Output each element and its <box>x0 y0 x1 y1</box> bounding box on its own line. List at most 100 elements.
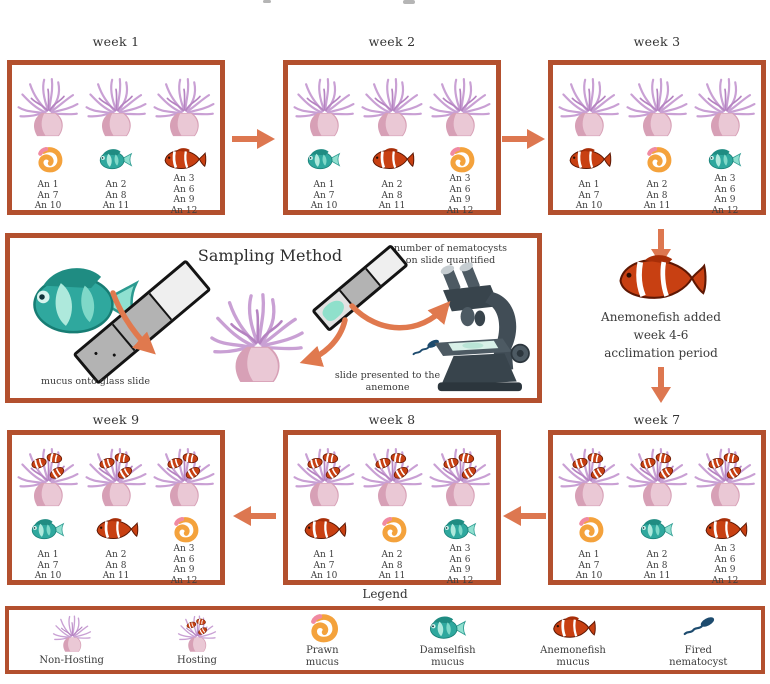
hosting-anemone-icon <box>152 438 216 514</box>
week-title: week 2 <box>368 34 416 49</box>
legend-item-label: Prawn mucus <box>305 645 339 668</box>
anemonefish-mucus-icon <box>550 613 596 643</box>
treatment-column: An 1 An 7 An 10 <box>14 438 82 582</box>
week-title: week 9 <box>92 412 140 427</box>
anemonefish-mucus-icon <box>369 146 415 173</box>
cropped-text-fragment <box>263 0 271 3</box>
treatment-column: An 1 An 7 An 10 <box>290 438 358 582</box>
damselfish-mucus-icon <box>702 146 748 173</box>
anemonefish-mucus-icon <box>93 516 139 543</box>
mucus-caption: mucus onto glass slide <box>40 376 151 387</box>
week-title: week 3 <box>633 34 681 49</box>
prawn-mucus-icon <box>369 516 415 543</box>
week-9-panel: An 1 An 7 An 10 An 2 An 8 An 11 An 3 An … <box>7 430 225 586</box>
legend-item-label: Anemonefish mucus <box>540 645 606 668</box>
anemone-id-labels: An 1 An 7 An 10 <box>34 180 62 211</box>
legend-item-label: Non-Hosting <box>39 655 104 666</box>
anemonefish-mucus-icon <box>702 516 748 543</box>
treatment-column: An 3 An 6 An 9 An 12 <box>691 68 759 216</box>
treatment-column: An 2 An 8 An 11 <box>82 438 150 582</box>
damselfish-mucus-icon <box>25 516 71 543</box>
anemonefish-illustration <box>613 250 707 308</box>
anemone-id-labels: An 1 An 7 An 10 <box>310 180 338 211</box>
treatment-column: An 1 An 7 An 10 <box>14 68 82 212</box>
treatment-column: An 2 An 8 An 11 <box>623 438 691 582</box>
legend-title: Legend <box>362 587 408 601</box>
legend-item: Anemonefish mucus <box>518 613 628 669</box>
damselfish-mucus-icon <box>425 613 471 643</box>
arrow-left-icon <box>233 506 276 526</box>
acclimation-note: Anemonefish added week 4-6 acclimation p… <box>601 310 721 360</box>
legend-item: Non-Hosting <box>17 613 127 667</box>
arrow-right-icon <box>232 129 275 149</box>
anemone-id-labels: An 3 An 6 An 9 An 12 <box>170 174 198 216</box>
treatment-column: An 3 An 6 An 9 An 12 <box>150 68 218 216</box>
prawn-mucus-icon <box>299 613 345 643</box>
non-hosting-anemone-icon <box>625 68 689 144</box>
anemone-id-labels: An 2 An 8 An 11 <box>643 550 671 581</box>
non-hosting-anemone-icon <box>152 68 216 144</box>
anemone-id-labels: An 3 An 6 An 9 An 12 <box>711 544 739 586</box>
quantified-caption: number of nematocysts on slide quantifie… <box>394 243 507 266</box>
non-hosting-anemone-icon <box>48 613 96 653</box>
arrow-down-icon <box>651 367 671 403</box>
microscope-illustration <box>434 262 530 392</box>
legend-item: Damselfish mucus <box>393 613 503 669</box>
week-2-panel: An 1 An 7 An 10 An 2 An 8 An 11 An 3 An … <box>283 60 501 216</box>
arrow-left-icon <box>503 506 546 526</box>
treatment-column: An 3 An 6 An 9 An 12 <box>150 438 218 586</box>
week-title: week 8 <box>368 412 416 427</box>
anemone-id-labels: An 2 An 8 An 11 <box>378 180 406 211</box>
sampling-method-panel: Sampling Method number of nematocysts on… <box>5 233 542 403</box>
prawn-mucus-icon <box>437 146 483 173</box>
anemone-id-labels: An 3 An 6 An 9 An 12 <box>170 544 198 586</box>
week-3-panel: An 1 An 7 An 10 An 2 An 8 An 11 An 3 An … <box>548 60 766 216</box>
non-hosting-anemone-icon <box>557 68 621 144</box>
treatment-column: An 3 An 6 An 9 An 12 <box>426 68 494 216</box>
prawn-mucus-icon <box>161 516 207 543</box>
legend-item-label: Hosting <box>177 655 217 666</box>
week-1-panel: An 1 An 7 An 10 An 2 An 8 An 11 An 3 An … <box>7 60 225 216</box>
anemone-id-labels: An 1 An 7 An 10 <box>575 180 603 211</box>
anemone-id-labels: An 3 An 6 An 9 An 12 <box>446 544 474 586</box>
week-title: week 1 <box>92 34 140 49</box>
non-hosting-anemone-icon <box>360 68 424 144</box>
week-8-panel: An 1 An 7 An 10 An 2 An 8 An 11 An 3 An … <box>283 430 501 586</box>
non-hosting-anemone-icon <box>16 68 80 144</box>
anemone-id-labels: An 3 An 6 An 9 An 12 <box>446 174 474 216</box>
anemone-id-labels: An 2 An 8 An 11 <box>102 550 130 581</box>
week-title: week 7 <box>633 412 681 427</box>
mucus-smear <box>319 296 348 324</box>
hosting-anemone-icon <box>360 438 424 514</box>
damselfish-mucus-icon <box>437 516 483 543</box>
treatment-column: An 2 An 8 An 11 <box>623 68 691 212</box>
slide-caption: slide presented to the anemone <box>334 370 441 393</box>
damselfish-mucus-icon <box>634 516 680 543</box>
hosting-anemone-icon <box>428 438 492 514</box>
cropped-text-fragment <box>403 0 415 4</box>
hosting-anemone-icon <box>557 438 621 514</box>
legend-item-label: Fired nematocyst <box>669 645 728 668</box>
anemone-id-labels: An 2 An 8 An 11 <box>378 550 406 581</box>
anemonefish-mucus-icon <box>566 146 612 173</box>
hosting-anemone-icon <box>84 438 148 514</box>
anemonefish-mucus-icon <box>301 516 347 543</box>
hosting-anemone-icon <box>292 438 356 514</box>
treatment-column: An 1 An 7 An 10 <box>555 68 623 212</box>
treatment-column: An 3 An 6 An 9 An 12 <box>691 438 759 586</box>
fired-nematocyst-icon <box>675 613 721 643</box>
legend-item: Prawn mucus <box>267 613 377 669</box>
arrow-right-icon <box>502 129 545 149</box>
anemone-id-labels: An 1 An 7 An 10 <box>34 550 62 581</box>
legend-panel: Non-Hosting Hosting Prawn mucus Damselfi… <box>5 606 765 674</box>
anemone-id-labels: An 2 An 8 An 11 <box>643 180 671 211</box>
treatment-column: An 2 An 8 An 11 <box>82 68 150 212</box>
non-hosting-anemone-icon <box>292 68 356 144</box>
week-7-panel: An 1 An 7 An 10 An 2 An 8 An 11 An 3 An … <box>548 430 766 586</box>
treatment-column: An 1 An 7 An 10 <box>555 438 623 582</box>
legend-item-label: Damselfish mucus <box>419 645 476 668</box>
legend-item: Hosting <box>142 613 252 667</box>
damselfish-mucus-icon <box>93 146 139 173</box>
treatment-column: An 2 An 8 An 11 <box>358 68 426 212</box>
prawn-mucus-icon <box>634 146 680 173</box>
